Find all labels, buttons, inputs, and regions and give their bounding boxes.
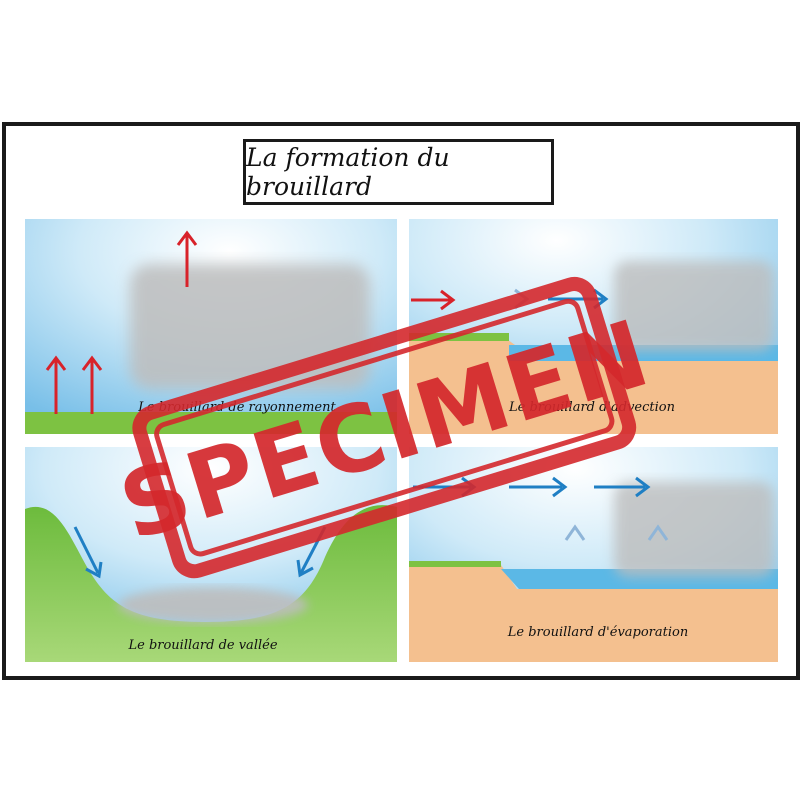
caption-advection: Le brouillard d'advection bbox=[509, 400, 675, 415]
panel-valley-fog: Le brouillard de vallée bbox=[25, 447, 397, 662]
fading-arrow-up-2 bbox=[647, 524, 669, 581]
title-box: La formation du brouillard bbox=[243, 139, 554, 205]
red-arrow-up-left-1 bbox=[45, 355, 67, 414]
fog-cloud bbox=[130, 264, 370, 389]
caption-valley: Le brouillard de vallée bbox=[128, 638, 278, 653]
panel-advection-fog: Le brouillard d'advection bbox=[409, 219, 778, 434]
panel-radiation-fog: Le brouillard de rayonnement bbox=[25, 219, 397, 434]
fog-cloud bbox=[614, 261, 774, 351]
caption-evaporation: Le brouillard d'évaporation bbox=[507, 625, 689, 640]
fog-cloud bbox=[614, 482, 774, 577]
blue-arrow-down-left bbox=[73, 526, 103, 579]
panel-evaporation-fog: Le brouillard d'évaporation bbox=[409, 447, 778, 662]
caption-radiation: Le brouillard de rayonnement bbox=[138, 400, 336, 415]
poster-title: La formation du brouillard bbox=[246, 143, 450, 201]
valley-fog-illustration bbox=[25, 447, 397, 662]
fog-cloud bbox=[118, 587, 308, 623]
red-arrow-up-left-2 bbox=[81, 355, 103, 414]
